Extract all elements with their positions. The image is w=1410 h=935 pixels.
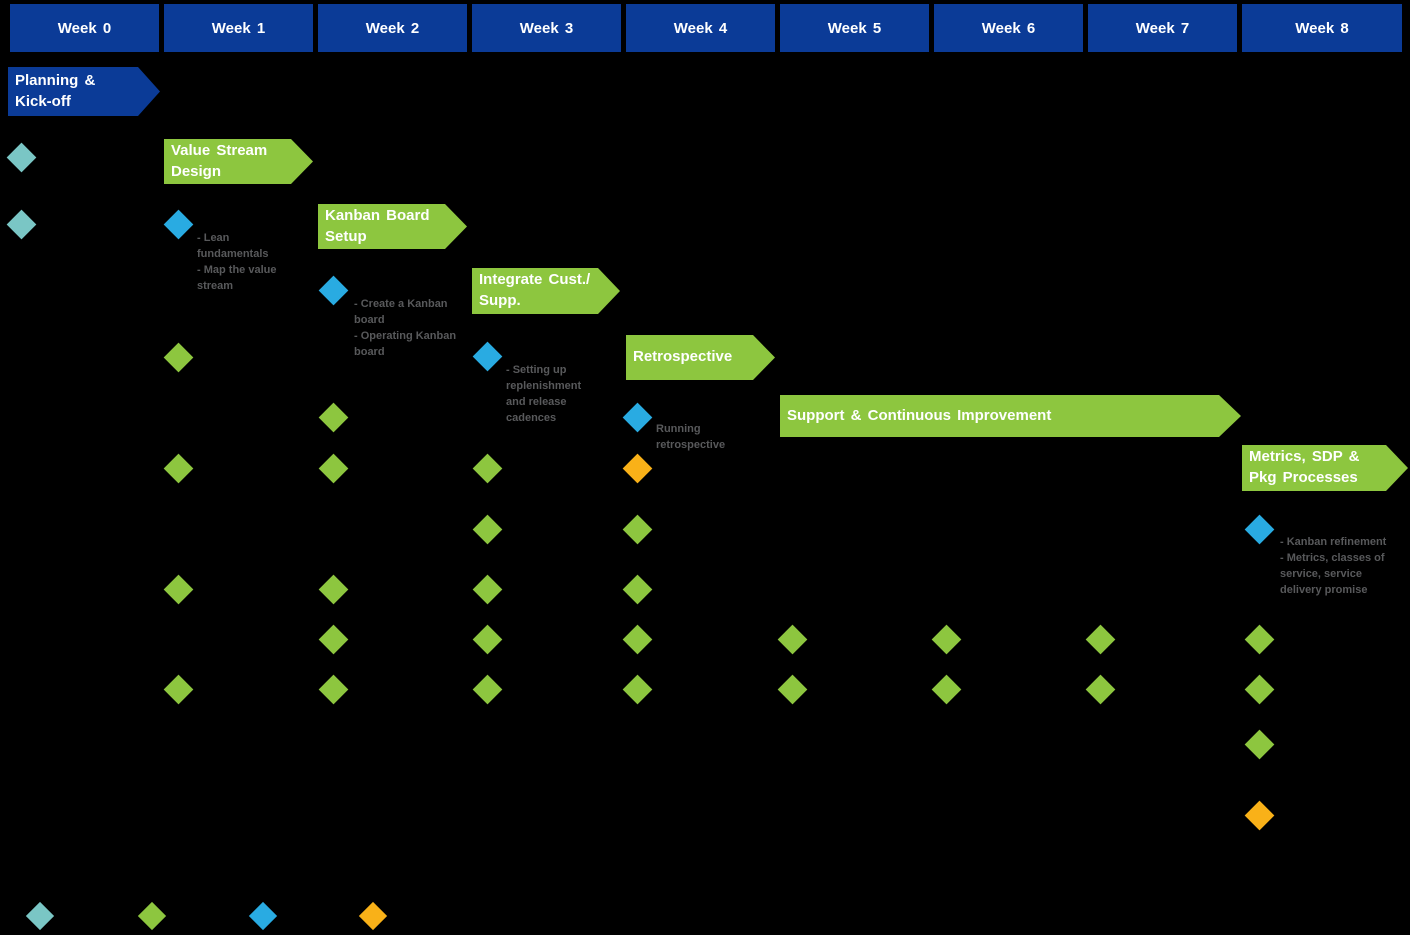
milestone-diamond-green-icon	[318, 574, 348, 604]
milestone-diamond-green-icon	[1085, 624, 1115, 654]
milestone-diamond-green-icon	[931, 624, 961, 654]
milestone-diamond-blue-icon	[318, 275, 348, 305]
milestone-diamond-green-icon	[1244, 624, 1274, 654]
milestone-diamond-green-icon	[622, 624, 652, 654]
week-header-cell: Week 1	[164, 4, 313, 52]
week-header-cell: Week 8	[1242, 4, 1402, 52]
milestone-diamond-green-icon	[163, 574, 193, 604]
milestone-diamond-orange-icon	[622, 453, 652, 483]
phase-arrow: Planning & Kick-off	[8, 67, 160, 116]
phase-arrow-label: Kanban Board Setup	[325, 206, 430, 245]
phase-arrow-label: Support & Continuous Improvement	[787, 406, 1052, 424]
milestone-diamond-green-icon	[1085, 674, 1115, 704]
milestone-diamond-green-icon	[1244, 674, 1274, 704]
phase-arrow: Integrate Cust./ Supp.	[472, 268, 620, 314]
week-header-cell: Week 4	[626, 4, 775, 52]
phase-arrow-label: Metrics, SDP & Pkg Processes	[1249, 448, 1360, 486]
milestone-diamond-green-icon	[318, 402, 348, 432]
annotation-text: - Create a Kanban board - Operating Kanb…	[354, 298, 457, 358]
phase-arrow: Support & Continuous Improvement	[780, 395, 1241, 437]
milestone-diamond-blue-icon	[1244, 514, 1274, 544]
annotation-text: - Setting up replenishment and release c…	[506, 364, 582, 424]
annotation-text: - Kanban refinement - Metrics, classes o…	[1280, 536, 1387, 596]
milestone-diamond-green-icon	[472, 514, 502, 544]
milestone-diamond-teal-icon	[6, 209, 36, 239]
week-header-cell: Week 7	[1088, 4, 1237, 52]
milestone-diamond-blue-icon	[163, 209, 193, 239]
annotation-text: Running retrospective	[656, 423, 726, 451]
milestone-diamond-green-icon	[622, 514, 652, 544]
phase-arrow-label: Retrospective	[633, 348, 733, 366]
annotation-text: - Lean fundamentals - Map the value stre…	[197, 232, 277, 292]
milestone-diamond-green-icon	[1244, 729, 1274, 759]
milestone-diamond-green-icon	[622, 674, 652, 704]
milestone-diamond-green-icon	[472, 453, 502, 483]
milestone-diamond-blue-icon	[622, 402, 652, 432]
milestone-diamond-green-icon	[622, 574, 652, 604]
phase-arrow: Kanban Board Setup	[318, 204, 467, 249]
milestone-diamond-green-icon	[472, 574, 502, 604]
milestone-diamond-green-icon	[318, 674, 348, 704]
phase-arrow-label: Planning & Kick-off	[15, 71, 96, 110]
legend-diamond-green-icon	[137, 901, 167, 931]
milestone-diamond-green-icon	[163, 342, 193, 372]
legend-diamond-blue-icon	[248, 901, 278, 931]
milestone-diamond-green-icon	[318, 624, 348, 654]
milestone-diamond-green-icon	[472, 624, 502, 654]
milestone-diamond-green-icon	[472, 674, 502, 704]
phase-arrow-label: Value Stream Design	[171, 141, 268, 180]
milestone-diamond-blue-icon	[472, 341, 502, 371]
milestone-diamond-green-icon	[318, 453, 348, 483]
week-header-cell: Week 3	[472, 4, 621, 52]
milestone-diamond-green-icon	[163, 453, 193, 483]
milestone-diamond-green-icon	[163, 674, 193, 704]
week-header-cell: Week 2	[318, 4, 467, 52]
milestone-diamond-green-icon	[777, 674, 807, 704]
week-header-cell: Week 6	[934, 4, 1083, 52]
milestone-diamond-green-icon	[931, 674, 961, 704]
milestone-diamond-green-icon	[777, 624, 807, 654]
phase-arrow: Retrospective	[626, 335, 775, 380]
phase-arrow: Value Stream Design	[164, 139, 313, 184]
phase-arrow-label: Integrate Cust./ Supp.	[479, 271, 591, 309]
week-header-cell: Week 0	[10, 4, 159, 52]
legend-diamond-orange-icon	[358, 901, 388, 931]
milestone-diamond-teal-icon	[6, 142, 36, 172]
phase-arrow: Metrics, SDP & Pkg Processes	[1242, 445, 1408, 491]
legend-diamond-teal-icon	[25, 901, 55, 931]
week-header-cell: Week 5	[780, 4, 929, 52]
milestone-diamond-orange-icon	[1244, 800, 1274, 830]
